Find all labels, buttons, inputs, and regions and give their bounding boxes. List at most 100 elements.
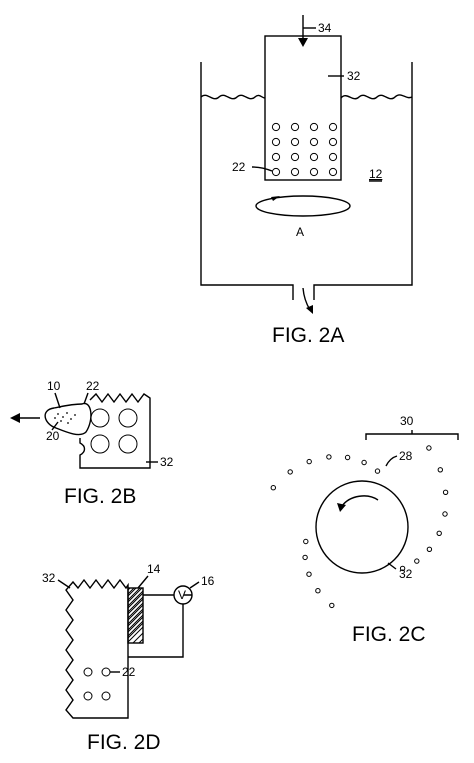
fig-2c: 30 28 32 FIG. 2C: [270, 414, 459, 646]
hole-label-2d: 22: [122, 665, 136, 679]
rotation-arrow: [341, 495, 379, 507]
particle: [315, 588, 321, 594]
hatch-line: [128, 622, 143, 639]
hatch-line: [128, 563, 143, 578]
hole: [290, 152, 300, 162]
liquid-surface-right: [340, 94, 413, 100]
fig-2d: V 32 14 16 22 FIG. 2D: [42, 557, 215, 754]
core-label: 20: [46, 429, 60, 443]
particle-spray: [270, 445, 449, 609]
hole: [328, 137, 338, 147]
hatch-line: [132, 632, 143, 643]
particle: [306, 571, 312, 577]
particle: [270, 485, 276, 491]
tube-label-2b: 32: [160, 455, 174, 469]
hatch-line: [128, 569, 143, 584]
particle: [426, 445, 432, 451]
spray-label: 30: [400, 414, 414, 428]
fig-2b-caption: FIG. 2B: [64, 485, 136, 508]
particle: [329, 602, 335, 609]
hatch-line: [128, 588, 141, 601]
meter-label: 16: [201, 574, 215, 588]
hatch-line: [128, 610, 143, 627]
hole: [83, 691, 93, 701]
fig-2a: 34 32 22 12 A FIG. 2A: [200, 15, 413, 347]
particle: [437, 467, 443, 473]
hole: [328, 152, 338, 162]
hatch-line: [128, 620, 143, 637]
hatch-line: [128, 616, 143, 633]
liquid-surface-left: [200, 94, 266, 100]
fig-2b: 10 22 20 32 FIG. 2B: [10, 379, 174, 508]
hatch-line: [128, 590, 143, 607]
hole: [309, 122, 319, 132]
hole: [290, 167, 300, 177]
particle: [303, 538, 309, 545]
hole: [101, 691, 111, 701]
hatch-line: [138, 638, 143, 643]
hole: [290, 137, 300, 147]
drain-arrow: [302, 287, 311, 311]
tube-label-2d: 32: [42, 571, 56, 585]
hole: [309, 137, 319, 147]
hole-label-2b: 22: [86, 379, 100, 393]
hole: [271, 152, 281, 162]
hole: [101, 667, 111, 677]
wire-right: [128, 594, 192, 658]
hatch-line: [128, 626, 143, 643]
hole: [309, 167, 319, 177]
hole: [271, 167, 281, 177]
hatch-line: [128, 588, 143, 603]
hole: [309, 152, 319, 162]
particle: [326, 454, 332, 460]
particle: [287, 469, 293, 475]
particle: [436, 530, 442, 536]
hatch-line: [128, 588, 137, 597]
hole: [271, 137, 281, 147]
particle: [399, 565, 406, 572]
hatch-line: [128, 557, 143, 572]
particle: [344, 454, 351, 461]
particle: [442, 511, 448, 517]
inlet-label: 34: [318, 21, 332, 35]
particle: [374, 468, 381, 474]
tube-fragment: [79, 392, 151, 469]
hatch-line: [128, 592, 143, 609]
particle: [361, 459, 367, 466]
tank-label: 12: [369, 167, 383, 181]
hole: [118, 434, 138, 454]
fig-2d-caption: FIG. 2D: [87, 731, 161, 754]
tube-label-2c: 32: [399, 567, 413, 581]
hole-grid: [271, 122, 338, 177]
tube-label: 32: [347, 69, 361, 83]
hatch-line: [128, 596, 143, 613]
hole: [90, 434, 110, 454]
tube-wall-fragment: [65, 578, 129, 719]
voltmeter-symbol: V: [178, 588, 186, 602]
hatch-line: [128, 604, 143, 621]
hole-label: 22: [232, 160, 246, 174]
rotation-label: A: [296, 225, 304, 239]
hatch-line: [128, 614, 143, 631]
particles-label: 28: [399, 449, 413, 463]
hole: [328, 122, 338, 132]
hole: [328, 167, 338, 177]
electrode-hatching: [128, 557, 143, 666]
hole: [83, 667, 93, 677]
hole: [118, 408, 138, 428]
hole: [290, 122, 300, 132]
hatch-line: [128, 651, 143, 666]
droplet-label: 10: [47, 379, 61, 393]
particle: [414, 558, 420, 564]
hole: [271, 122, 281, 132]
spray-bracket: [365, 430, 459, 440]
hatch-line: [128, 602, 143, 619]
hatch-line: [128, 588, 135, 595]
fig-2c-caption: FIG. 2C: [352, 623, 426, 646]
hatch-line: [128, 598, 143, 615]
fig-2a-caption: FIG. 2A: [272, 324, 344, 347]
rotation-ellipse: [255, 195, 351, 217]
hatch-line: [128, 645, 143, 660]
particle: [442, 489, 449, 495]
